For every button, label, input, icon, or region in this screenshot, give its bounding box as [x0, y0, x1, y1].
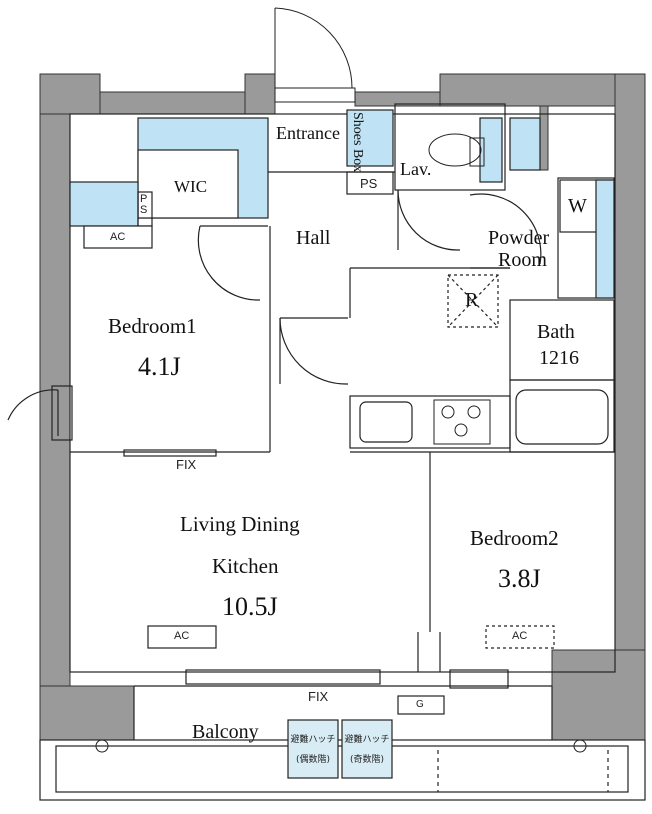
powder-label-1: Powder	[488, 227, 550, 249]
stove-burners	[433, 399, 491, 445]
hatch-even-label-2: (偶数階)	[295, 755, 331, 765]
powder-label-2: Room	[498, 249, 547, 271]
ac-ldk-label: AC	[174, 630, 190, 642]
exterior-walls	[39, 73, 646, 741]
ldk-size: 10.5J	[222, 592, 278, 621]
gas-meter-label: G	[416, 699, 424, 710]
refrigerator-label: R	[465, 289, 479, 311]
lav-label: Lav.	[400, 159, 432, 179]
entrance-door	[274, 7, 356, 103]
washer-label: W	[568, 195, 587, 217]
hatch-odd-label-1: 避難ハッチ	[344, 735, 390, 745]
ps-wic-label: PS	[140, 193, 148, 216]
ac-bedroom2-label: AC	[512, 630, 528, 642]
bath-size-label: 1216	[539, 347, 579, 369]
ldk-label-line2: Kitchen	[212, 554, 279, 578]
hatch-even-label-1: 避難ハッチ	[290, 735, 336, 745]
bedroom2-size: 3.8J	[498, 564, 541, 593]
shoes-box-label: Shoes Box	[350, 112, 365, 173]
hatch-odd-label-2: (奇数階)	[349, 755, 385, 765]
ps-top-label: PS	[360, 176, 378, 191]
interior-lines	[7, 103, 646, 801]
drains	[95, 739, 587, 753]
entrance-label: Entrance	[276, 123, 340, 143]
bath-label: Bath	[537, 321, 575, 343]
bedroom2-label: Bedroom2	[470, 526, 559, 550]
bedroom1-size: 4.1J	[138, 352, 181, 381]
hall-label: Hall	[296, 227, 331, 249]
bedroom1-label: Bedroom1	[108, 314, 197, 338]
fix-bedroom1-label: FIX	[176, 457, 197, 472]
ldk-label-line1: Living Dining	[180, 512, 300, 536]
wic-label: WIC	[174, 177, 208, 196]
balcony-label: Balcony	[192, 721, 259, 743]
fix-ldk-label: FIX	[308, 689, 329, 704]
ac-bedroom1-label: AC	[110, 231, 126, 243]
toilet	[428, 133, 485, 167]
